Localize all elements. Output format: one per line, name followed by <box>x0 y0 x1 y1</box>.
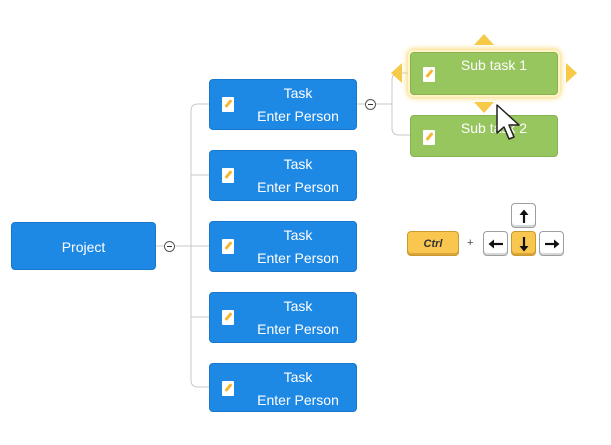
task-node[interactable]: Task Enter Person <box>209 79 357 130</box>
note-icon <box>423 67 435 82</box>
task-person: Enter Person <box>257 392 339 408</box>
task-title: Task <box>283 298 313 314</box>
mouse-cursor-icon <box>496 104 520 140</box>
task-title: Task <box>283 227 313 243</box>
task-node[interactable]: Task Enter Person <box>209 363 357 412</box>
root-node[interactable]: Project <box>11 222 156 270</box>
left-arrow-icon <box>488 239 503 249</box>
down-arrow-key <box>511 231 536 256</box>
note-icon <box>222 310 234 325</box>
collapse-toggle-root[interactable] <box>164 241 175 252</box>
note-icon <box>222 381 234 396</box>
task-person: Enter Person <box>257 108 339 124</box>
add-above-arrow-icon[interactable] <box>474 34 494 45</box>
add-right-arrow-icon[interactable] <box>566 63 577 83</box>
subtask-label: Sub task 1 <box>460 57 528 73</box>
subtask-node-selected[interactable]: Sub task 1 <box>410 52 558 95</box>
task-node[interactable]: Task Enter Person <box>209 292 357 343</box>
right-arrow-key <box>539 231 564 256</box>
task-node[interactable]: Task Enter Person <box>209 150 357 201</box>
plus-sign: + <box>467 237 474 249</box>
down-arrow-icon <box>519 237 529 252</box>
task-person: Enter Person <box>257 321 339 337</box>
task-title: Task <box>283 85 313 101</box>
note-icon <box>222 97 234 112</box>
task-title: Task <box>283 369 313 385</box>
root-label: Project <box>61 239 106 255</box>
add-left-arrow-icon[interactable] <box>391 63 402 83</box>
up-arrow-key <box>511 203 536 228</box>
subtask-node[interactable]: Sub task 2 <box>410 115 558 157</box>
left-arrow-key <box>483 231 508 256</box>
note-icon <box>222 168 234 183</box>
task-person: Enter Person <box>257 250 339 266</box>
task-node[interactable]: Task Enter Person <box>209 221 357 272</box>
add-below-arrow-icon[interactable] <box>474 102 494 113</box>
right-arrow-icon <box>545 239 560 249</box>
collapse-toggle-task[interactable] <box>365 99 376 110</box>
ctrl-key: Ctrl <box>407 231 459 256</box>
up-arrow-icon <box>519 209 529 223</box>
subtask-label: Sub task 2 <box>460 120 528 136</box>
note-icon <box>423 130 435 145</box>
note-icon <box>222 239 234 254</box>
task-title: Task <box>283 156 313 172</box>
task-person: Enter Person <box>257 179 339 195</box>
ctrl-key-label: Ctrl <box>423 238 443 250</box>
